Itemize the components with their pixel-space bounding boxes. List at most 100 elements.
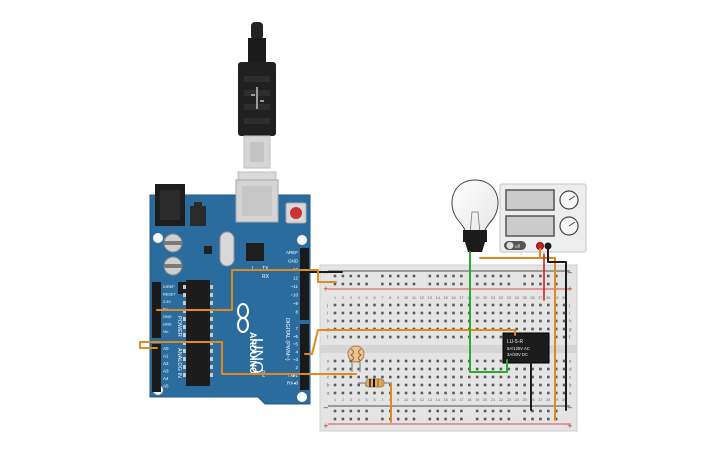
analog-header[interactable] — [152, 344, 161, 392]
breadboard-hole[interactable] — [531, 375, 534, 379]
breadboard-hole[interactable] — [491, 319, 495, 323]
rail-hole[interactable] — [412, 274, 416, 278]
breadboard-hole[interactable] — [412, 311, 416, 315]
breadboard-hole[interactable] — [547, 367, 550, 371]
breadboard-hole[interactable] — [468, 375, 471, 379]
rail-hole[interactable] — [554, 274, 558, 278]
breadboard-hole[interactable] — [428, 383, 432, 387]
breadboard-hole[interactable] — [373, 367, 376, 371]
breadboard-hole[interactable] — [475, 359, 479, 363]
breadboard-hole[interactable] — [365, 335, 368, 339]
rail-hole[interactable] — [428, 409, 432, 413]
breadboard-hole[interactable] — [365, 303, 368, 307]
breadboard-hole[interactable] — [483, 359, 487, 363]
breadboard-hole[interactable] — [452, 319, 455, 323]
rail-hole[interactable] — [539, 282, 542, 286]
breadboard-hole[interactable] — [483, 367, 487, 371]
breadboard-hole[interactable] — [333, 319, 337, 323]
breadboard-hole[interactable] — [436, 367, 439, 371]
breadboard-hole[interactable] — [357, 319, 360, 323]
breadboard-hole[interactable] — [523, 367, 526, 371]
breadboard-hole[interactable] — [452, 391, 455, 395]
breadboard-hole[interactable] — [373, 391, 376, 395]
rail-hole[interactable] — [539, 409, 542, 413]
breadboard-hole[interactable] — [396, 303, 400, 307]
breadboard-hole[interactable] — [436, 335, 439, 339]
breadboard-hole[interactable] — [507, 367, 511, 371]
breadboard-hole[interactable] — [562, 375, 566, 379]
breadboard-hole[interactable] — [452, 335, 455, 339]
breadboard-hole[interactable] — [554, 383, 558, 387]
breadboard-hole[interactable] — [404, 303, 408, 307]
breadboard-hole[interactable] — [515, 319, 518, 323]
rail-hole[interactable] — [389, 274, 392, 278]
breadboard-hole[interactable] — [349, 311, 353, 315]
rail-hole[interactable] — [483, 282, 487, 286]
breadboard-hole[interactable] — [412, 375, 416, 379]
breadboard-hole[interactable] — [428, 335, 432, 339]
breadboard-hole[interactable] — [507, 303, 511, 307]
breadboard-hole[interactable] — [562, 303, 566, 307]
breadboard-hole[interactable] — [412, 367, 416, 371]
breadboard-hole[interactable] — [396, 391, 400, 395]
breadboard-hole[interactable] — [523, 303, 526, 307]
breadboard-hole[interactable] — [491, 335, 495, 339]
breadboard-hole[interactable] — [373, 375, 376, 379]
rail-hole[interactable] — [428, 274, 432, 278]
breadboard-hole[interactable] — [547, 391, 550, 395]
breadboard-hole[interactable] — [547, 303, 550, 307]
breadboard-hole[interactable] — [396, 335, 400, 339]
breadboard-hole[interactable] — [341, 391, 345, 395]
breadboard-hole[interactable] — [420, 303, 424, 307]
breadboard-hole[interactable] — [436, 303, 439, 307]
rail-hole[interactable] — [539, 417, 542, 421]
breadboard-hole[interactable] — [483, 375, 487, 379]
breadboard-hole[interactable] — [357, 303, 360, 307]
rail-hole[interactable] — [333, 417, 337, 421]
breadboard-hole[interactable] — [341, 359, 345, 363]
breadboard-hole[interactable] — [460, 383, 463, 387]
rail-hole[interactable] — [499, 274, 503, 278]
breadboard-hole[interactable] — [341, 367, 345, 371]
breadboard-hole[interactable] — [507, 375, 511, 379]
breadboard-hole[interactable] — [428, 311, 432, 315]
breadboard-hole[interactable] — [554, 311, 558, 315]
breadboard-hole[interactable] — [404, 391, 408, 395]
breadboard-hole[interactable] — [420, 335, 424, 339]
rail-hole[interactable] — [444, 274, 447, 278]
breadboard-hole[interactable] — [389, 311, 392, 315]
breadboard-hole[interactable] — [554, 367, 558, 371]
breadboard-hole[interactable] — [396, 367, 400, 371]
breadboard-hole[interactable] — [333, 367, 337, 371]
breadboard-hole[interactable] — [499, 359, 503, 363]
breadboard-hole[interactable] — [554, 303, 558, 307]
breadboard-hole[interactable] — [436, 375, 439, 379]
rail-hole[interactable] — [333, 409, 337, 413]
rail-hole[interactable] — [412, 417, 416, 421]
rail-hole[interactable] — [428, 282, 432, 286]
breadboard-hole[interactable] — [341, 383, 345, 387]
breadboard-holes[interactable] — [333, 274, 566, 421]
rail-hole[interactable] — [554, 282, 558, 286]
breadboard-hole[interactable] — [475, 383, 479, 387]
breadboard-hole[interactable] — [333, 303, 337, 307]
breadboard-hole[interactable] — [499, 383, 503, 387]
breadboard-hole[interactable] — [452, 383, 455, 387]
breadboard-hole[interactable] — [499, 367, 503, 371]
breadboard-hole[interactable] — [531, 303, 534, 307]
breadboard-hole[interactable] — [562, 367, 566, 371]
breadboard-hole[interactable] — [491, 375, 495, 379]
breadboard-hole[interactable] — [357, 335, 360, 339]
wires[interactable] — [139, 248, 567, 423]
rail-hole[interactable] — [523, 409, 526, 413]
breadboard-hole[interactable] — [531, 311, 534, 315]
rail-hole[interactable] — [396, 282, 400, 286]
breadboard-hole[interactable] — [515, 311, 518, 315]
rail-hole[interactable] — [460, 409, 463, 413]
rail-hole[interactable] — [349, 409, 353, 413]
breadboard-hole[interactable] — [404, 375, 408, 379]
rail-hole[interactable] — [507, 274, 511, 278]
breadboard-hole[interactable] — [554, 359, 558, 363]
breadboard-hole[interactable] — [341, 311, 345, 315]
breadboard-hole[interactable] — [507, 319, 511, 323]
